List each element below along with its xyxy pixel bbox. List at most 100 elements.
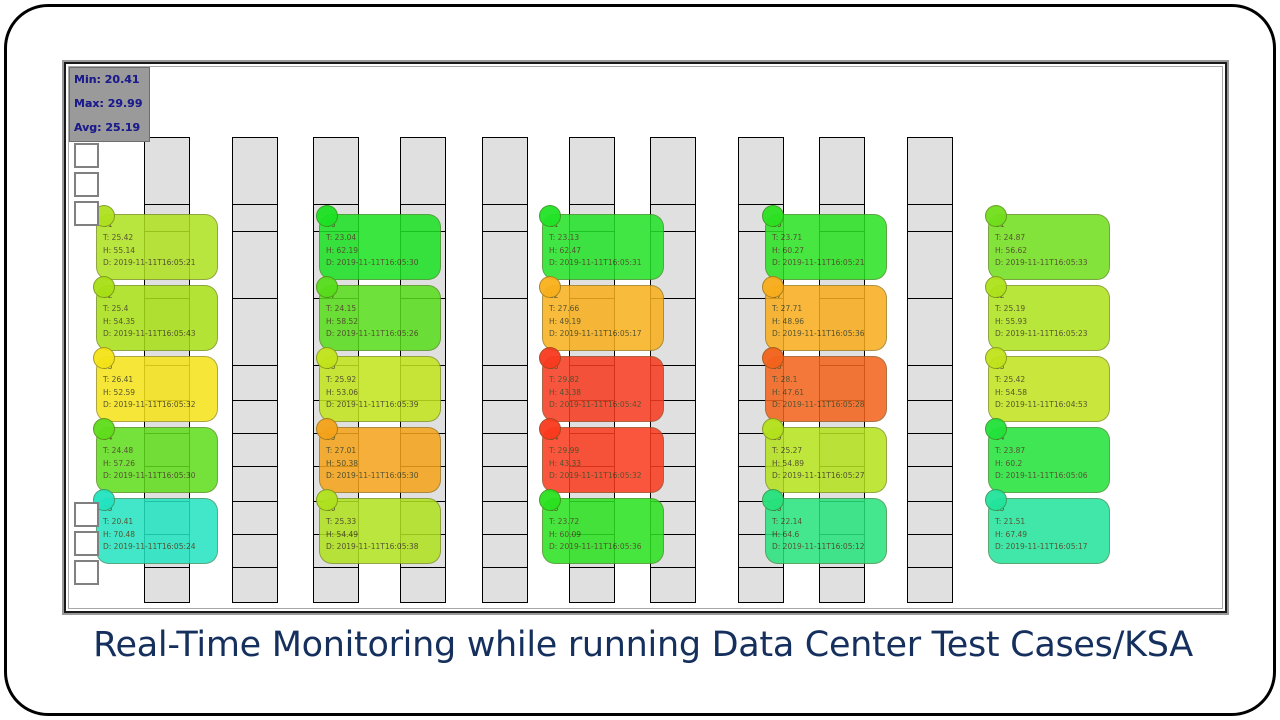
rack-slot (400, 137, 446, 205)
sensor-id: 11 (549, 219, 663, 232)
sensor-status-dot[interactable] (316, 418, 338, 440)
sensor-temperature: T: 25.4 (103, 303, 129, 313)
sensor-card[interactable]: 02T: 25.4H: 54.35D: 2019-11-11T16:05:43 (96, 285, 218, 351)
sensor-temperature: T: 20.41 (103, 516, 134, 526)
sensor-status-dot[interactable] (539, 489, 561, 511)
sensor-card[interactable]: 21T: 24.87H: 56.62D: 2019-11-11T16:05:33 (988, 214, 1110, 280)
sensor-status-dot[interactable] (316, 489, 338, 511)
rack-slot (232, 534, 278, 568)
sensor-timestamp: D: 2019-11-11T16:05:39 (326, 400, 419, 410)
server-rack (232, 137, 278, 603)
sensor-status-dot[interactable] (539, 205, 561, 227)
sensor-timestamp: D: 2019-11-11T16:05:30 (326, 258, 419, 268)
sensor-humidity: H: 64.6 (772, 529, 800, 539)
sensor-status-dot[interactable] (762, 276, 784, 298)
sensor-timestamp: D: 2019-11-11T16:05:17 (995, 542, 1088, 552)
sensor-status-dot[interactable] (316, 276, 338, 298)
sensor-card[interactable]: 05T: 20.41H: 70.48D: 2019-11-11T16:05:24 (96, 498, 218, 564)
sensor-status-dot[interactable] (539, 347, 561, 369)
device-box[interactable] (74, 172, 99, 197)
sensor-status-dot[interactable] (539, 276, 561, 298)
sensor-card[interactable]: 18T: 28.1H: 47.61D: 2019-11-11T16:05:28 (765, 356, 887, 422)
sensor-status-dot[interactable] (539, 418, 561, 440)
sensor-id: 08 (326, 361, 440, 374)
sensor-card[interactable]: 08T: 25.92H: 53.06D: 2019-11-11T16:05:39 (319, 356, 441, 422)
sensor-status-dot[interactable] (762, 489, 784, 511)
stats-overlay[interactable]: Min: 20.41 Max: 29.99 Avg: 25.19 (69, 67, 150, 142)
rack-slot (482, 433, 528, 467)
rack-slot (738, 137, 784, 205)
sensor-card[interactable]: 14T: 29.99H: 43.33D: 2019-11-11T16:05:32 (542, 427, 664, 493)
rack-slot (400, 567, 446, 603)
sensor-humidity: H: 55.93 (995, 316, 1028, 326)
sensor-status-dot[interactable] (985, 418, 1007, 440)
sensor-card[interactable]: 16T: 23.71H: 60.27D: 2019-11-11T16:05:21 (765, 214, 887, 280)
sensor-status-dot[interactable] (762, 205, 784, 227)
sensor-card[interactable]: 07T: 24.15H: 58.52D: 2019-11-11T16:05:26 (319, 285, 441, 351)
rack-slot (569, 137, 615, 205)
sensor-card[interactable]: 11T: 23.13H: 62.47D: 2019-11-11T16:05:31 (542, 214, 664, 280)
sensor-status-dot[interactable] (985, 489, 1007, 511)
sensor-status-dot[interactable] (93, 347, 115, 369)
sensor-temperature: T: 23.87 (995, 445, 1026, 455)
sensor-card[interactable]: 25T: 21.51H: 67.49D: 2019-11-11T16:05:17 (988, 498, 1110, 564)
sensor-status-dot[interactable] (985, 205, 1007, 227)
sensor-id: 10 (326, 503, 440, 516)
rack-slot (907, 433, 953, 467)
monitoring-panel: 01T: 25.42H: 55.14D: 2019-11-11T16:05:21… (62, 60, 1229, 615)
sensor-status-dot[interactable] (93, 418, 115, 440)
sensor-humidity: H: 47.61 (772, 387, 805, 397)
sensor-temperature: T: 23.04 (326, 232, 357, 242)
sensor-card[interactable]: 01T: 25.42H: 55.14D: 2019-11-11T16:05:21 (96, 214, 218, 280)
sensor-humidity: H: 60.27 (772, 245, 805, 255)
rack-slot (482, 298, 528, 366)
sensor-humidity: H: 56.62 (995, 245, 1028, 255)
sensor-humidity: H: 67.49 (995, 529, 1028, 539)
sensor-timestamp: D: 2019-11-11T16:05:42 (549, 400, 642, 410)
sensor-card[interactable]: 19T: 25.27H: 54.89D: 2019-11-11T16:05:27 (765, 427, 887, 493)
sensor-status-dot[interactable] (985, 347, 1007, 369)
sensor-humidity: H: 55.14 (103, 245, 136, 255)
slide-frame: 01T: 25.42H: 55.14D: 2019-11-11T16:05:21… (4, 4, 1276, 716)
sensor-card[interactable]: 03T: 26.41H: 52.59D: 2019-11-11T16:05:32 (96, 356, 218, 422)
sensor-card[interactable]: 04T: 24.48H: 57.26D: 2019-11-11T16:05:30 (96, 427, 218, 493)
stats-max: Max: 29.99 (74, 97, 143, 110)
rack-slot (144, 567, 190, 603)
sensor-card[interactable]: 20T: 22.14H: 64.6D: 2019-11-11T16:05:12 (765, 498, 887, 564)
rack-slot (313, 567, 359, 603)
stats-avg: Avg: 25.19 (74, 121, 141, 134)
sensor-card[interactable]: 10T: 25.33H: 54.49D: 2019-11-11T16:05:38 (319, 498, 441, 564)
device-box[interactable] (74, 143, 99, 168)
sensor-card[interactable]: 12T: 27.66H: 49.19D: 2019-11-11T16:05:17 (542, 285, 664, 351)
rack-slot (907, 534, 953, 568)
sensor-card[interactable]: 23T: 25.42H: 54.58D: 2019-11-11T16:04:53 (988, 356, 1110, 422)
device-box[interactable] (74, 560, 99, 585)
sensor-humidity: H: 70.48 (103, 529, 136, 539)
sensor-card[interactable]: 22T: 25.19H: 55.93D: 2019-11-11T16:05:23 (988, 285, 1110, 351)
sensor-temperature: T: 24.15 (326, 303, 357, 313)
monitoring-canvas[interactable]: 01T: 25.42H: 55.14D: 2019-11-11T16:05:21… (68, 66, 1223, 609)
sensor-card[interactable]: 24T: 23.87H: 60.2D: 2019-11-11T16:05:06 (988, 427, 1110, 493)
sensor-id: 05 (103, 503, 217, 516)
rack-slot (144, 137, 190, 205)
device-box[interactable] (74, 502, 99, 527)
sensor-id: 20 (772, 503, 886, 516)
sensor-timestamp: D: 2019-11-11T16:05:21 (103, 258, 196, 268)
sensor-status-dot[interactable] (762, 418, 784, 440)
sensor-card[interactable]: 06T: 23.04H: 62.19D: 2019-11-11T16:05:30 (319, 214, 441, 280)
sensor-card[interactable]: 15T: 23.72H: 60.09D: 2019-11-11T16:05:36 (542, 498, 664, 564)
sensor-card[interactable]: 09T: 27.01H: 50.38D: 2019-11-11T16:05:30 (319, 427, 441, 493)
sensor-status-dot[interactable] (93, 276, 115, 298)
sensor-id: 16 (772, 219, 886, 232)
sensor-status-dot[interactable] (316, 205, 338, 227)
sensor-card[interactable]: 13T: 29.82H: 43.38D: 2019-11-11T16:05:42 (542, 356, 664, 422)
sensor-status-dot[interactable] (316, 347, 338, 369)
sensor-card[interactable]: 17T: 27.71H: 48.96D: 2019-11-11T16:05:36 (765, 285, 887, 351)
sensor-status-dot[interactable] (985, 276, 1007, 298)
sensor-timestamp: D: 2019-11-11T16:05:06 (995, 471, 1088, 481)
sensor-timestamp: D: 2019-11-11T16:05:30 (326, 471, 419, 481)
device-box[interactable] (74, 201, 99, 226)
sensor-status-dot[interactable] (762, 347, 784, 369)
sensor-timestamp: D: 2019-11-11T16:05:32 (549, 471, 642, 481)
device-box[interactable] (74, 531, 99, 556)
